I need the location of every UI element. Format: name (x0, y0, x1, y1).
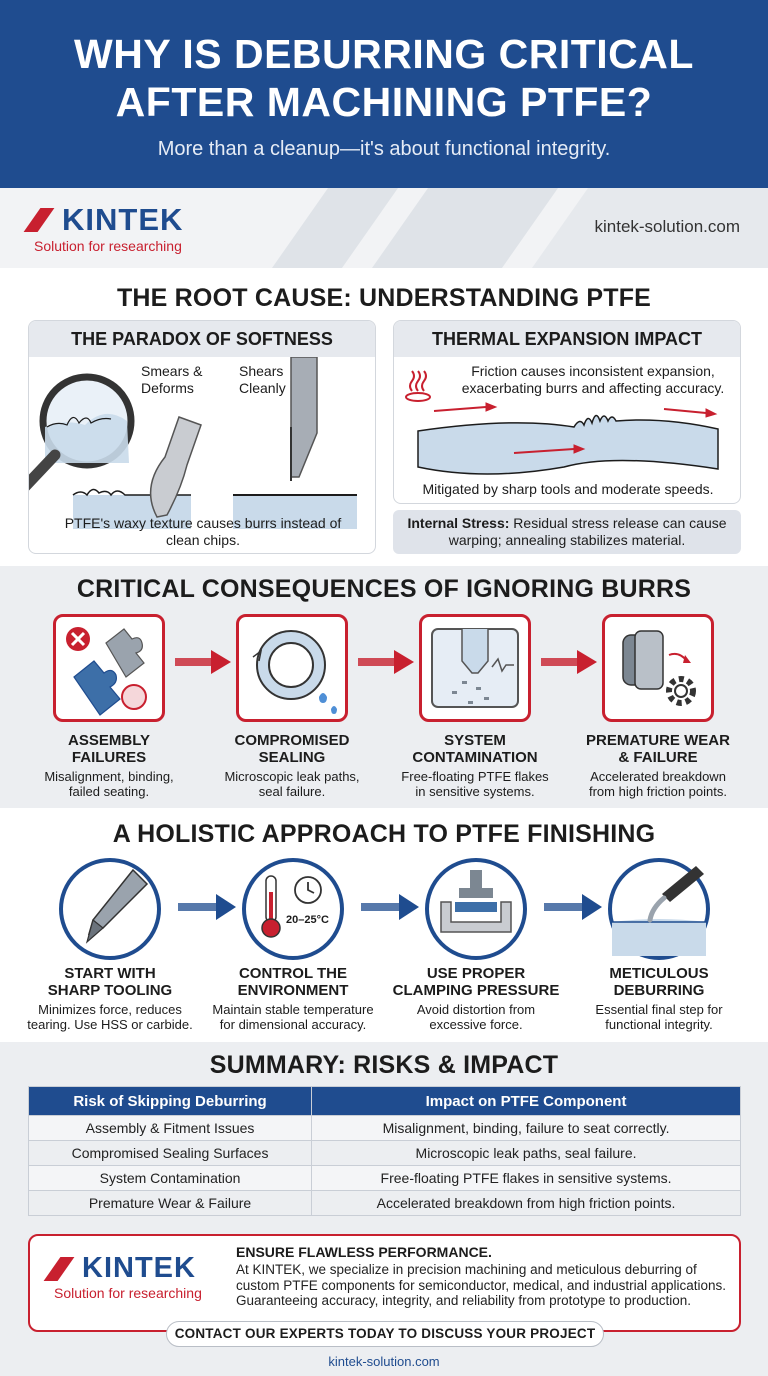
section-title-holistic: A HOLISTIC APPROACH TO PTFE FINISHING (112, 820, 656, 848)
table-header-row: Risk of Skipping Deburring Impact on PTF… (27, 1086, 741, 1116)
table-cell: Compromised Sealing Surfaces (27, 1140, 313, 1166)
title-line-2: AFTER MACHINING PTFE? (115, 79, 653, 125)
wear-gear-icon (622, 630, 696, 706)
consequence-icon-box (236, 614, 348, 722)
site-link[interactable]: kintek-solution.com (594, 217, 740, 236)
panel-title: THERMAL EXPANSION IMPACT (394, 321, 740, 357)
cta-box: KINTEK Solution for researching ENSURE F… (28, 1234, 741, 1332)
cta-heading: ENSURE FLAWLESS PERFORMANCE. (236, 1244, 492, 1260)
consequence-desc: Misalignment, binding,failed seating. (44, 769, 174, 799)
blue-arrow-icon (361, 894, 419, 920)
table-cell: System Contamination (27, 1165, 313, 1191)
brand-logo[interactable]: KINTEK Solution for researching (46, 1252, 202, 1301)
table-cell: Accelerated breakdown from high friction… (311, 1190, 741, 1216)
table-cell: Misalignment, binding, failure to seat c… (311, 1115, 741, 1141)
panel-softness: THE PARADOX OF SOFTNESS Smears & Deforms… (28, 320, 376, 554)
tool-bit-icon (85, 868, 149, 944)
brand-tagline: Solution for researching (54, 1285, 202, 1301)
clamp-icon (440, 870, 512, 933)
section-title-root-cause: THE ROOT CAUSE: UNDERSTANDING PTFE (116, 284, 652, 312)
consequence-icon-box (419, 614, 531, 722)
footer-site-link[interactable]: kintek-solution.com (328, 1354, 440, 1369)
brand-name: KINTEK (82, 1252, 196, 1284)
logo-mark-icon (46, 1257, 76, 1281)
brand-tagline: Solution for researching (34, 238, 182, 254)
step-icon-circle (425, 858, 527, 960)
step-icon-circle: 20–25°C (242, 858, 344, 960)
table-header: Impact on PTFE Component (311, 1086, 741, 1116)
cta-body: At KINTEK, we specialize in precision ma… (236, 1262, 726, 1308)
panel-title: THE PARADOX OF SOFTNESS (29, 321, 375, 357)
temperature-label: 20–25°C (286, 914, 329, 926)
section-title-consequences: CRITICAL CONSEQUENCES OF IGNORING BURRS (76, 575, 692, 603)
table-cell: Assembly & Fitment Issues (27, 1115, 313, 1141)
puzzle-icon (66, 627, 147, 716)
table-header: Risk of Skipping Deburring (27, 1086, 313, 1116)
table-cell: Premature Wear & Failure (27, 1190, 313, 1216)
consequence-desc: Microscopic leak paths,seal failure. (224, 769, 360, 799)
seal-ring-icon (252, 630, 337, 714)
thermal-bottom-text: Mitigated by sharp tools and moderate sp… (422, 481, 714, 497)
step-icon-circle (608, 858, 710, 960)
consequence-icon-box (53, 614, 165, 722)
page-subtitle: More than a cleanup—it's about functiona… (157, 138, 611, 160)
consequence-icon-box (602, 614, 714, 722)
contamination-icon (431, 628, 519, 708)
softness-illustration (29, 357, 357, 529)
consequence-title: PREMATURE WEAR& FAILURE (586, 732, 730, 766)
red-arrow-icon (541, 650, 597, 674)
step-icon-circle (59, 858, 161, 960)
decor-stripe (371, 188, 559, 268)
heat-icon (405, 370, 431, 402)
brand-bar: KINTEK Solution for researching kintek-s… (0, 188, 768, 268)
brand-logo[interactable]: KINTEK Solution for researching (26, 202, 183, 254)
logo-mark-icon (26, 208, 56, 232)
label-shears: Shears Cleanly (239, 363, 286, 396)
red-arrow-icon (358, 650, 414, 674)
thermal-top-text: Friction causes inconsistent expansion, … (461, 363, 725, 396)
stress-text: Residual stress release can cause warpin… (448, 515, 727, 548)
thermometer-clock-icon (261, 875, 322, 938)
section-title-summary: SUMMARY: RISKS & IMPACT (209, 1051, 559, 1079)
panel-thermal: THERMAL EXPANSION IMPACT Friction causes… (393, 320, 741, 504)
brand-name: KINTEK (62, 202, 184, 237)
internal-stress-note: Internal Stress: Residual stress release… (393, 510, 741, 554)
contact-experts-button[interactable]: CONTACT OUR EXPERTS TODAY TO DISCUSS YOU… (166, 1321, 604, 1347)
softness-caption: PTFE's waxy texture causes burrs instead… (64, 515, 342, 548)
blue-arrow-icon (178, 894, 236, 920)
table-cell: Free-floating PTFE flakes in sensitive s… (311, 1165, 741, 1191)
blue-arrow-icon (544, 894, 602, 920)
thermal-illustration (405, 370, 719, 475)
page-title: WHY IS DEBURRING CRITICAL AFTER MACHININ… (0, 0, 768, 126)
label-smears: Smears & Deforms (141, 363, 203, 396)
summary-table: Risk of Skipping Deburring Impact on PTF… (27, 1086, 741, 1216)
red-arrow-icon (175, 650, 231, 674)
stress-label: Internal Stress: (407, 515, 510, 531)
deburring-tool-icon (612, 866, 706, 956)
table-cell: Microscopic leak paths, seal failure. (311, 1140, 741, 1166)
title-line-1: WHY IS DEBURRING CRITICAL (74, 31, 694, 77)
header-banner: WHY IS DEBURRING CRITICAL AFTER MACHININ… (0, 0, 768, 188)
